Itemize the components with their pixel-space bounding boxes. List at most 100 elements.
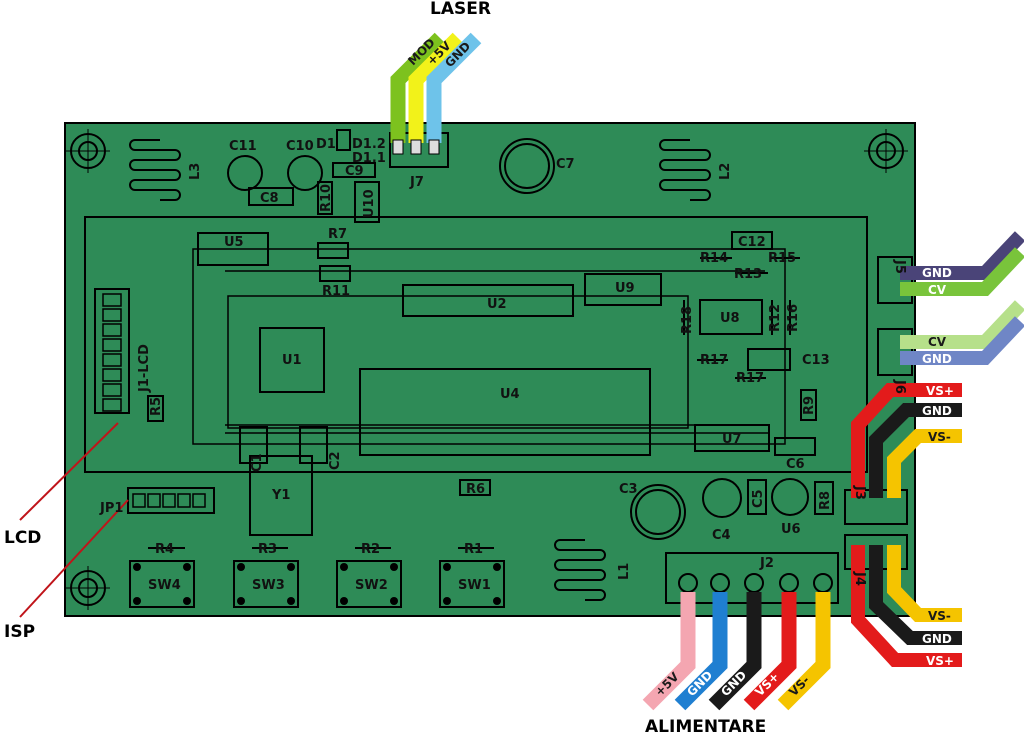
ref-r17b: R17 <box>736 371 764 386</box>
resistor-r11 <box>319 265 351 282</box>
lcd-outline <box>84 216 868 473</box>
ref-r17a: R17 <box>700 353 728 368</box>
ref-r2: R2 <box>361 542 380 557</box>
wire-j3-gnd <box>869 403 962 498</box>
switch-sw2 <box>336 560 402 608</box>
ref-j1-lcd: J1-LCD <box>137 344 152 393</box>
wire-j4-gnd <box>869 545 962 645</box>
switch-sw1 <box>439 560 505 608</box>
ref-j5: J5 <box>892 259 907 274</box>
ref-j4: J4 <box>852 571 867 586</box>
pointer-isp <box>19 499 129 618</box>
switch-sw4 <box>129 560 195 608</box>
wire-j3-vsp <box>851 383 962 498</box>
resistor-r7 <box>317 242 349 259</box>
coil-l1 <box>554 539 606 601</box>
ic-u4 <box>359 368 651 456</box>
transistor-u6 <box>771 478 809 516</box>
wire-laser-mod <box>390 32 446 143</box>
capacitor-c2 <box>299 426 328 464</box>
label-alimentare: ALIMENTARE <box>645 717 766 735</box>
ref-sw4: SW4 <box>148 578 181 593</box>
module-outline <box>227 295 689 429</box>
ref-j3: J3 <box>852 485 867 500</box>
inner-outline <box>192 248 786 445</box>
capacitor-c1 <box>239 426 268 464</box>
resistor-r9 <box>800 389 817 421</box>
capacitor-c3 <box>630 484 686 540</box>
capacitor-c6 <box>774 437 816 456</box>
wire-j3-vsm <box>887 429 962 498</box>
wire-label-j6-gnd: GND <box>922 352 952 366</box>
ref-u10: U10 <box>362 189 377 218</box>
resistor-r6 <box>459 479 491 496</box>
ref-r10: R10 <box>319 184 334 212</box>
wire-laser-gnd <box>426 32 482 143</box>
ref-c10: C10 <box>286 139 314 154</box>
ref-u1: U1 <box>282 353 302 368</box>
ref-j7: J7 <box>409 175 424 190</box>
wire-label-j6-cv: CV <box>928 335 947 349</box>
ref-r12: R12 <box>768 304 783 332</box>
ref-u7: U7 <box>722 432 742 447</box>
connector-j1-lcd <box>94 288 130 414</box>
wire-laser-5v <box>408 32 464 143</box>
ref-c13: C13 <box>802 353 830 368</box>
ref-c7: C7 <box>556 157 575 172</box>
ref-l2: L2 <box>718 163 733 180</box>
capacitor-c7 <box>499 138 555 194</box>
ref-jp1: JP1 <box>99 501 123 516</box>
wire-j6-gnd <box>900 316 1024 365</box>
pointer-lcd <box>19 422 119 521</box>
capacitor-c5 <box>747 479 767 515</box>
ref-r13: R13 <box>734 267 762 282</box>
label-isp: ISP <box>4 622 35 642</box>
ic-u1 <box>259 327 325 393</box>
coil-l2 <box>659 139 711 201</box>
ref-u9: U9 <box>615 281 635 296</box>
ref-r4: R4 <box>155 542 174 557</box>
diode-d1 <box>336 129 351 151</box>
wire-j5-cv <box>900 247 1024 296</box>
ref-c6: C6 <box>786 457 805 472</box>
wire-power-5v <box>642 592 696 711</box>
resistor-r10 <box>317 181 333 215</box>
ref-c11: C11 <box>229 139 257 154</box>
ref-sw1: SW1 <box>458 578 491 593</box>
ref-r7: R7 <box>328 227 347 242</box>
mounting-hole-tr <box>864 129 908 173</box>
wire-power-vsp <box>743 592 797 711</box>
ic-u9 <box>584 273 662 306</box>
ref-r14: R14 <box>700 251 728 266</box>
wire-label-j5-gnd: GND <box>922 266 952 280</box>
ic-u7 <box>694 424 770 452</box>
wire-power-vsm <box>777 592 831 711</box>
resistor-r5 <box>147 395 164 422</box>
wire-label-top-gnd: GND <box>922 404 952 418</box>
ref-c12: C12 <box>738 235 766 250</box>
wire-j6-cv <box>900 300 1024 349</box>
ref-r5: R5 <box>149 397 164 416</box>
ref-c9: C9 <box>345 164 364 179</box>
ref-y1: Y1 <box>271 488 290 503</box>
ref-j6: J6 <box>892 379 907 394</box>
ref-l1: L1 <box>617 563 632 580</box>
ref-c3: C3 <box>619 482 638 497</box>
ic-u10 <box>354 181 380 223</box>
ic-u2 <box>402 284 574 317</box>
ref-c4: C4 <box>712 528 731 543</box>
ref-r11: R11 <box>322 284 350 299</box>
switch-sw3 <box>233 560 299 608</box>
ref-sw3: SW3 <box>252 578 285 593</box>
ic-u5 <box>197 232 269 266</box>
wire-power-gnd2 <box>708 592 762 711</box>
capacitor-c12 <box>731 231 773 250</box>
wire-j4-vsm <box>887 545 962 622</box>
wire-label-j5-cv: CV <box>928 283 947 297</box>
ref-r6: R6 <box>466 482 485 497</box>
ref-r1: R1 <box>464 542 483 557</box>
ref-c8: C8 <box>260 191 279 206</box>
ref-r16: R16 <box>786 304 801 332</box>
capacitor-c9 <box>332 162 376 178</box>
